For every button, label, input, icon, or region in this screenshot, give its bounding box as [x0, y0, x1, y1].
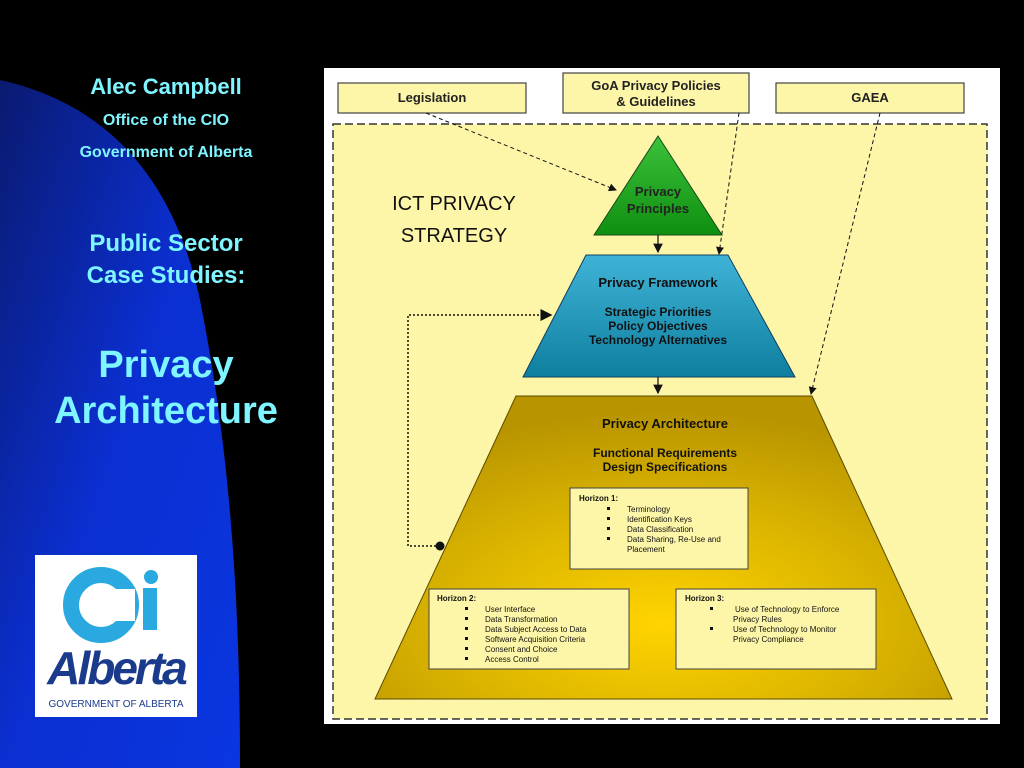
horizon2-title: Horizon 2:: [437, 594, 476, 603]
horizon2-item: Data Subject Access to Data: [485, 625, 587, 634]
goa-policies-label-line2: & Guidelines: [616, 94, 695, 109]
framework-item-policy-objectives: Policy Objectives: [608, 319, 708, 333]
privacy-principles-line2: Principles: [627, 201, 689, 216]
ict-privacy-strategy-line1: ICT PRIVACY: [392, 193, 516, 215]
ict-privacy-strategy-line2: STRATEGY: [401, 225, 507, 247]
legislation-label: Legislation: [398, 90, 467, 105]
horizon2-bullet: [465, 627, 468, 630]
legislation-arrow: [425, 112, 617, 192]
government-of-alberta-label: GOVERNMENT OF ALBERTA: [48, 699, 184, 710]
horizon1-box: [569, 487, 749, 570]
horizon2-item: User Interface: [485, 605, 536, 614]
horizon1-bullet: [607, 517, 610, 520]
presenter-organization: Government of Alberta: [79, 144, 253, 161]
horizon1-bullet: [607, 537, 610, 540]
feedback-loop-dot: [435, 541, 445, 551]
framework-item-strategic-priorities: Strategic Priorities: [605, 305, 712, 319]
horizon2-box: [428, 588, 630, 670]
horizon1-bullet: [607, 507, 610, 510]
privacy-strategy-diagram: Legislation GoA Privacy Policies & Guide…: [324, 68, 1000, 724]
horizon2-bullet: [465, 657, 468, 660]
privacy-principles-line1: Privacy: [635, 184, 682, 199]
horizon3-title: Horizon 3:: [685, 594, 724, 603]
horizon2-bullet: [465, 637, 468, 640]
gaea-arrow: [808, 112, 881, 395]
horizon3-item-continued: Privacy Rules: [733, 615, 782, 624]
horizon3-item: Use of Technology to Enforce: [735, 605, 840, 614]
horizon2-bullet: [465, 647, 468, 650]
horizon1-item: Data Sharing, Re-Use and: [627, 535, 721, 544]
goa-arrow: [716, 112, 740, 255]
horizon3-bullet: [710, 607, 713, 610]
goa-policies-label-line1: GoA Privacy Policies: [591, 78, 721, 93]
case-title-line1: Public Sector: [89, 230, 243, 257]
presenter-name: Alec Campbell: [90, 74, 242, 99]
horizon2-item: Data Transformation: [485, 615, 557, 624]
privacy-architecture-title: Privacy Architecture: [602, 416, 728, 431]
horizon2-bullet: [465, 617, 468, 620]
diagram-svg: Legislation GoA Privacy Policies & Guide…: [332, 72, 988, 720]
feedback-loop-line: [407, 309, 553, 547]
architecture-item-functional-requirements: Functional Requirements: [593, 446, 737, 460]
horizon2-item: Software Acquisition Criteria: [485, 635, 586, 644]
goa-policies-box: [562, 72, 750, 114]
gaea-box: [775, 82, 965, 114]
horizon1-bullet: [607, 527, 610, 530]
horizon3-bullet: [710, 627, 713, 630]
horizon1-item: Identification Keys: [627, 515, 692, 524]
architecture-item-design-specifications: Design Specifications: [603, 460, 728, 474]
framework-item-technology-alternatives: Technology Alternatives: [589, 333, 727, 347]
legislation-box: [337, 82, 527, 114]
horizon1-item: Data Classification: [627, 525, 693, 534]
horizon2-item: Access Control: [485, 655, 539, 664]
privacy-framework-title: Privacy Framework: [598, 275, 718, 290]
horizon3-item: Use of Technology to Monitor: [733, 625, 837, 634]
case-studies-title: Public Sector Case Studies:: [0, 228, 332, 292]
gaea-label: GAEA: [851, 90, 889, 105]
alberta-wordmark: Alberta: [47, 642, 187, 694]
horizon1-item: Terminology: [627, 505, 670, 514]
horizon1-title: Horizon 1:: [579, 494, 618, 503]
alberta-logo: Alberta GOVERNMENT OF ALBERTA: [35, 555, 197, 717]
horizon2-item: Consent and Choice: [485, 645, 558, 654]
horizon2-bullet: [465, 607, 468, 610]
presenter-office: Office of the CIO: [102, 112, 230, 129]
case-title-line2: Case Studies:: [86, 262, 246, 289]
main-title-line1: Privacy: [98, 344, 234, 386]
ci-logo-icon: [63, 567, 158, 643]
main-title-line2: Architecture: [54, 390, 278, 432]
horizon3-box: [675, 588, 877, 670]
privacy-framework-trapezoid: [522, 254, 796, 378]
main-title: Privacy Architecture: [0, 342, 332, 434]
horizon1-item-continued: Placement: [627, 545, 666, 554]
horizon3-item-continued: Privacy Compliance: [733, 635, 804, 644]
